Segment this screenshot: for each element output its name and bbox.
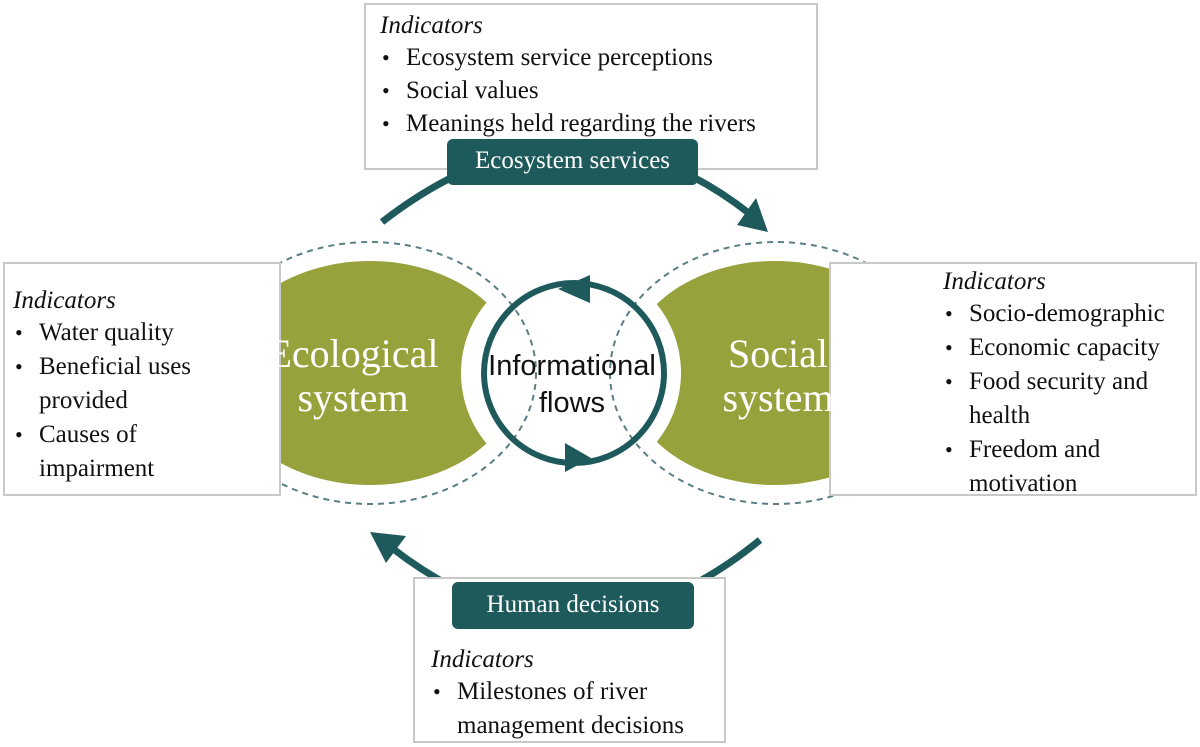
informational-flows-line1: Informational — [488, 350, 656, 382]
indicator-item: Milestones of river management decisions — [431, 675, 716, 743]
cycle-arrow-bottom-icon — [565, 443, 591, 472]
ecological-system-label: Ecological system — [228, 332, 478, 420]
cycle-arrow-top-icon — [558, 275, 590, 303]
left-indicators-list: Water quality Beneficial uses provided C… — [13, 316, 228, 486]
human-decisions-arrowhead-icon — [370, 532, 406, 563]
human-decisions-label: Human decisions — [452, 582, 694, 629]
indicator-item: Freedom and motivation — [943, 433, 1195, 501]
left-indicators-heading: Indicators — [13, 287, 116, 314]
informational-flows-line2: flows — [538, 387, 606, 419]
indicator-item: Socio-demographic — [943, 297, 1195, 331]
ecosystem-services-label: Ecosystem services — [447, 139, 698, 185]
left-indicators-box: Indicators Water quality Beneficial uses… — [3, 262, 281, 496]
ecological-system-line1: Ecological — [267, 331, 439, 376]
indicator-item: Ecosystem service perceptions — [380, 41, 816, 74]
bottom-indicators-list: Milestones of river management decisions — [431, 675, 716, 743]
social-system-label: Social system — [678, 332, 878, 420]
ecological-system-shape — [220, 261, 520, 485]
indicator-item: Causes of impairment — [13, 418, 228, 486]
indicator-item: Meanings held regarding the rivers — [380, 107, 816, 140]
ecological-system-line2: system — [297, 375, 409, 420]
informational-flows-label: Informational flows — [472, 348, 672, 422]
indicator-item: Water quality — [13, 316, 228, 350]
right-indicators-box: Indicators Socio-demographic Economic ca… — [829, 262, 1197, 497]
indicator-item: Food security and health — [943, 365, 1195, 433]
indicator-item: Economic capacity — [943, 331, 1195, 365]
social-system-line1: Social — [728, 331, 828, 376]
top-indicators-box: Indicators Ecosystem service perceptions… — [364, 3, 818, 170]
top-indicators-list: Ecosystem service perceptions Social val… — [380, 41, 816, 140]
top-indicators-heading: Indicators — [380, 12, 483, 39]
indicator-item: Beneficial uses provided — [13, 350, 228, 418]
social-system-line2: system — [722, 375, 834, 420]
ecosystem-services-arrowhead-icon — [737, 198, 768, 232]
right-indicators-heading: Indicators — [943, 268, 1046, 295]
bottom-indicators-heading: Indicators — [431, 646, 534, 673]
right-indicators-list: Socio-demographic Economic capacity Food… — [943, 297, 1195, 501]
indicator-item: Social values — [380, 74, 816, 107]
